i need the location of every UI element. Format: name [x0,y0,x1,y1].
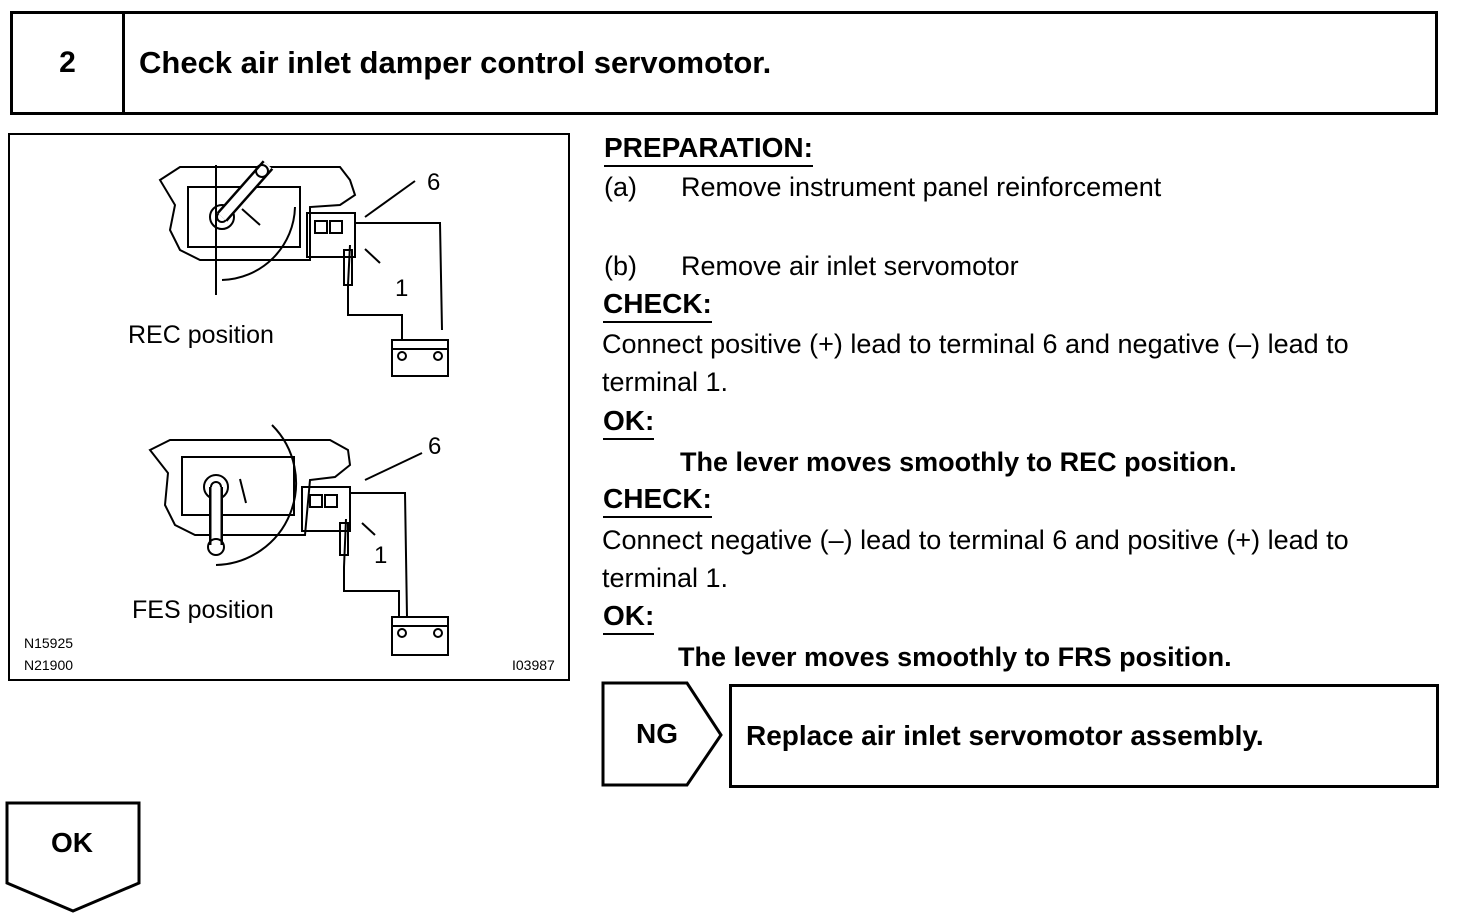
ng-action-text: Replace air inlet servomotor assembly. [746,720,1264,751]
ok-arrow-shape [5,801,141,913]
check-1-line-1: Connect positive (+) lead to terminal 6 … [602,329,1349,359]
preparation-heading: PREPARATION: [604,132,813,167]
terminal-1-label-bottom: 1 [374,542,388,569]
servomotor-illustration [148,160,449,656]
step-a-text: Remove instrument panel reinforcement [681,172,1162,202]
check-heading-2: CHECK: [603,483,712,518]
check-2-line-2: terminal 1. [602,563,729,593]
check-1-line-2: terminal 1. [602,367,729,397]
step-number: 2 [13,14,125,112]
rec-position-label: REC position [128,321,274,349]
check-heading-1: CHECK: [603,288,712,323]
ng-label: NG [636,718,678,749]
figure-code-1: N15925 [24,635,74,651]
fes-position-label: FES position [132,596,274,624]
step-a-marker: (a) [604,172,637,202]
ok-heading-1: OK: [603,405,655,440]
ok-2-result: The lever moves smoothly to FRS position… [678,642,1232,672]
ng-arrow-shape [601,681,723,787]
servomotor-figure: 6 1 REC position 6 1 FES position N15925… [8,133,570,681]
ok-heading-2: OK: [603,600,655,635]
step-b-marker: (b) [604,251,637,281]
terminal-6-label-bottom: 6 [428,433,442,460]
step-b-text: Remove air inlet servomotor [681,251,1019,281]
step-header: 2 Check air inlet damper control servomo… [10,11,1438,115]
ok-label: OK [51,827,93,858]
ng-action-box: Replace air inlet servomotor assembly. [729,684,1439,788]
figure-code-3: I03987 [512,657,555,673]
check-2-line-1: Connect negative (–) lead to terminal 6 … [602,525,1349,555]
step-title: Check air inlet damper control servomoto… [139,45,772,80]
ok-1-result: The lever moves smoothly to REC position… [680,447,1237,477]
figure-code-2: N21900 [24,657,74,673]
terminal-1-label-top: 1 [395,275,409,302]
terminal-6-label-top: 6 [427,169,441,196]
